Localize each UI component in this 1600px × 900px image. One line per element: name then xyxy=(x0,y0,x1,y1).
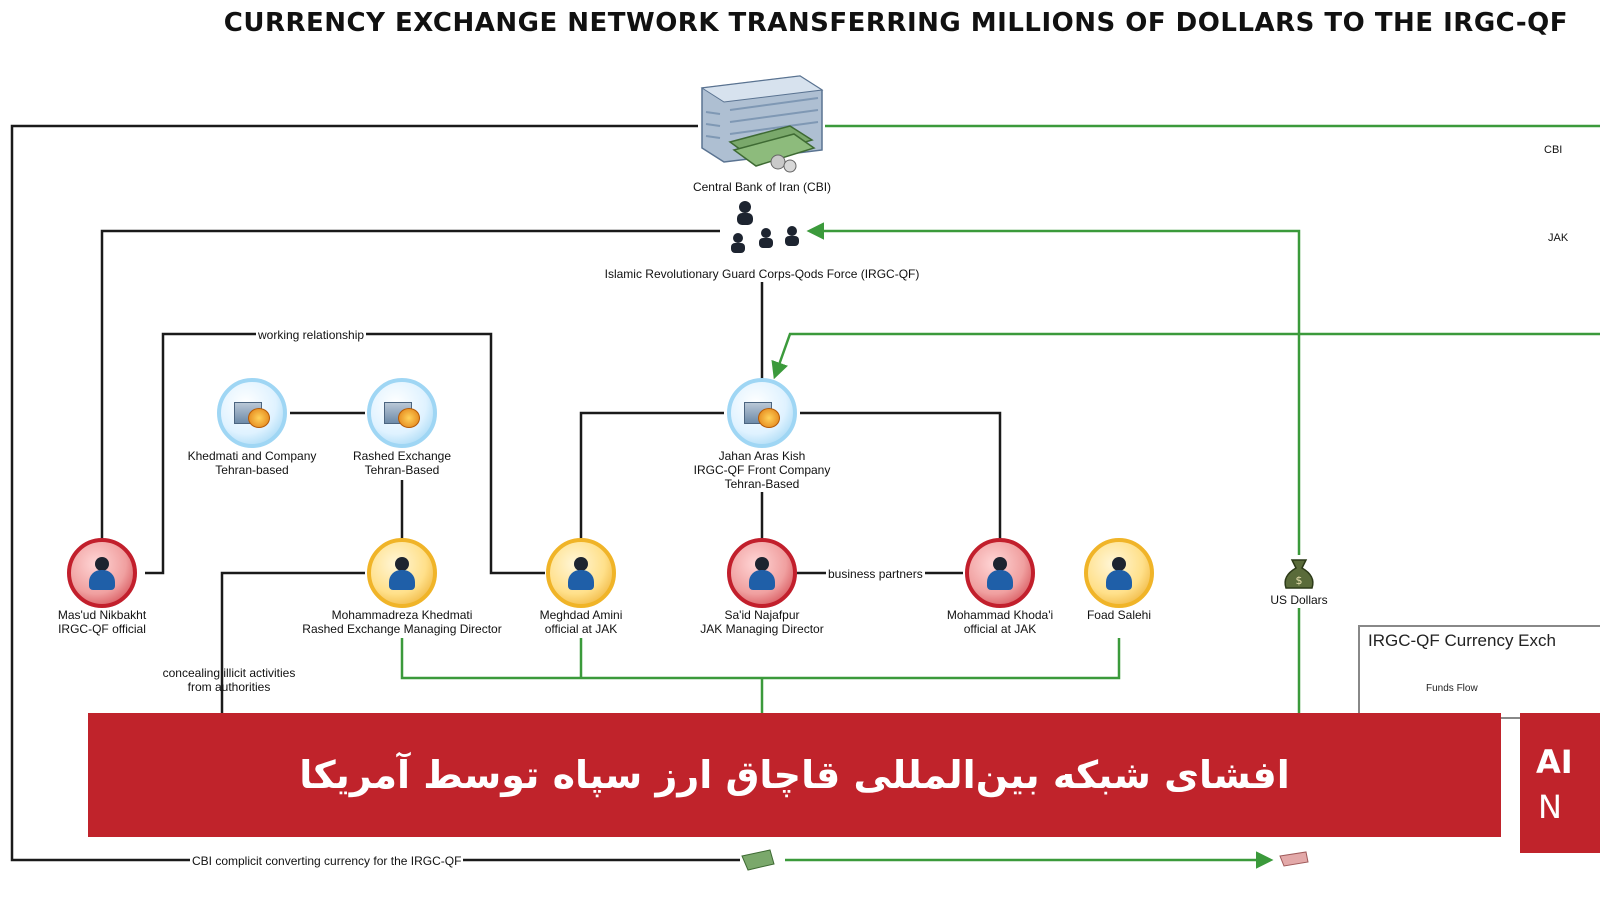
khedmati-company-node xyxy=(217,378,287,448)
salehi-label: Foad Salehi xyxy=(1086,608,1152,622)
usd-money-bag-icon: $ xyxy=(1284,559,1314,589)
amini-node xyxy=(546,538,616,608)
najafpur-node xyxy=(727,538,797,608)
bank-coins-icon xyxy=(234,398,270,428)
concealing-line xyxy=(220,571,365,715)
legend-funds-flow: Funds Flow xyxy=(1426,683,1478,694)
legend-box: IRGC-QF Currency Exch Funds Flow xyxy=(1358,625,1600,719)
khodai-node xyxy=(965,538,1035,608)
jak-to-amini-line xyxy=(579,411,724,540)
cbi-complicit-label: CBI complicit converting currency for th… xyxy=(190,854,464,868)
irgc-to-nikbakht-line xyxy=(100,229,720,540)
bank-coins-icon xyxy=(744,398,780,428)
jak-side-label: JAK xyxy=(1548,232,1569,244)
news-banner: افشای شبکه بین‌المللی قاچاق ارز سپاه توس… xyxy=(88,713,1501,837)
right-to-jak-line xyxy=(771,332,1600,380)
person-icon xyxy=(387,557,417,591)
cbi-side-label: CBI xyxy=(1544,144,1563,156)
banner-headline: افشای شبکه بین‌المللی قاچاق ارز سپاه توس… xyxy=(299,753,1290,797)
legend-title: IRGC-QF Currency Exch xyxy=(1368,631,1556,650)
working-relationship-label: working relationship xyxy=(256,328,367,342)
usd-to-irgc-line xyxy=(806,222,1301,555)
jak-to-khodai-line xyxy=(800,411,1002,540)
person-icon xyxy=(87,557,117,591)
bottom-cash-icon xyxy=(741,849,1309,871)
salehi-node xyxy=(1084,538,1154,608)
cbi-bank-icon xyxy=(700,75,824,173)
channel-logo: AI N xyxy=(1520,713,1600,853)
person-icon xyxy=(1104,557,1134,591)
logo-line-2: N xyxy=(1538,788,1562,826)
m-khedmati-node xyxy=(367,538,437,608)
business-partners-label: business partners xyxy=(826,567,925,581)
person-icon xyxy=(566,557,596,591)
funds-bottom-line xyxy=(400,638,1121,680)
logo-line-1: AI xyxy=(1536,743,1573,781)
cbi-label: Central Bank of Iran (CBI) xyxy=(692,180,832,194)
rashed-exchange-node xyxy=(367,378,437,448)
diagram-title: CURRENCY EXCHANGE NETWORK TRANSFERRING M… xyxy=(223,8,1568,38)
svg-text:$: $ xyxy=(1296,574,1303,587)
person-icon xyxy=(747,557,777,591)
irgc-group-icon xyxy=(731,201,799,253)
jahan-aras-kish-node xyxy=(727,378,797,448)
usd-label: US Dollars xyxy=(1270,593,1328,607)
irgc-label: Islamic Revolutionary Guard Corps-Qods F… xyxy=(604,267,920,281)
person-icon xyxy=(985,557,1015,591)
nikbakht-node xyxy=(67,538,137,608)
bank-coins-icon xyxy=(384,398,420,428)
